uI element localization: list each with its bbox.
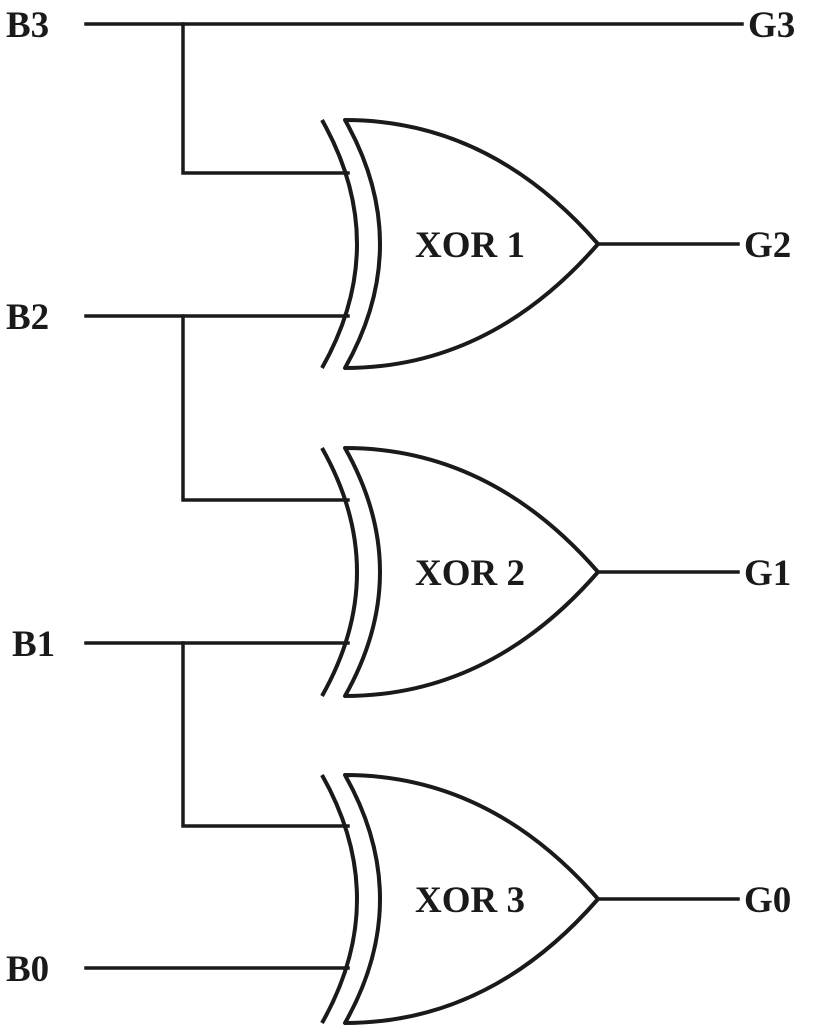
xor-gate-2: XOR 2 [320, 446, 600, 698]
xor-3-input-curve [320, 774, 359, 1024]
output-label-g0: G0 [744, 880, 791, 921]
xor-3-body [343, 773, 600, 1025]
input-label-b2: B2 [6, 297, 49, 338]
xor-2-input-curve [320, 447, 359, 697]
wires [84, 22, 744, 970]
input-label-b1: B1 [12, 624, 55, 665]
xor-1-input-curve [320, 119, 359, 369]
input-label-b3: B3 [6, 5, 49, 46]
xor-3-label: XOR 3 [415, 880, 525, 921]
xor-gate-3: XOR 3 [320, 773, 600, 1025]
xor-1-label: XOR 1 [415, 225, 525, 266]
output-label-g2: G2 [744, 225, 791, 266]
xor-2-body [343, 446, 600, 698]
output-label-g1: G1 [744, 553, 791, 594]
xor-gate-1: XOR 1 [320, 118, 600, 370]
wire-b2-xor2 [181, 314, 350, 502]
wire-b3-xor1 [181, 22, 350, 175]
xor-1-body [343, 118, 600, 370]
input-label-b0: B0 [6, 949, 49, 990]
output-labels: G3 G2 G1 G0 [744, 5, 795, 921]
input-labels: B3 B2 B1 B0 [6, 5, 55, 990]
wire-b1-xor3 [181, 641, 350, 828]
xor-2-label: XOR 2 [415, 553, 525, 594]
output-label-g3: G3 [748, 5, 795, 46]
